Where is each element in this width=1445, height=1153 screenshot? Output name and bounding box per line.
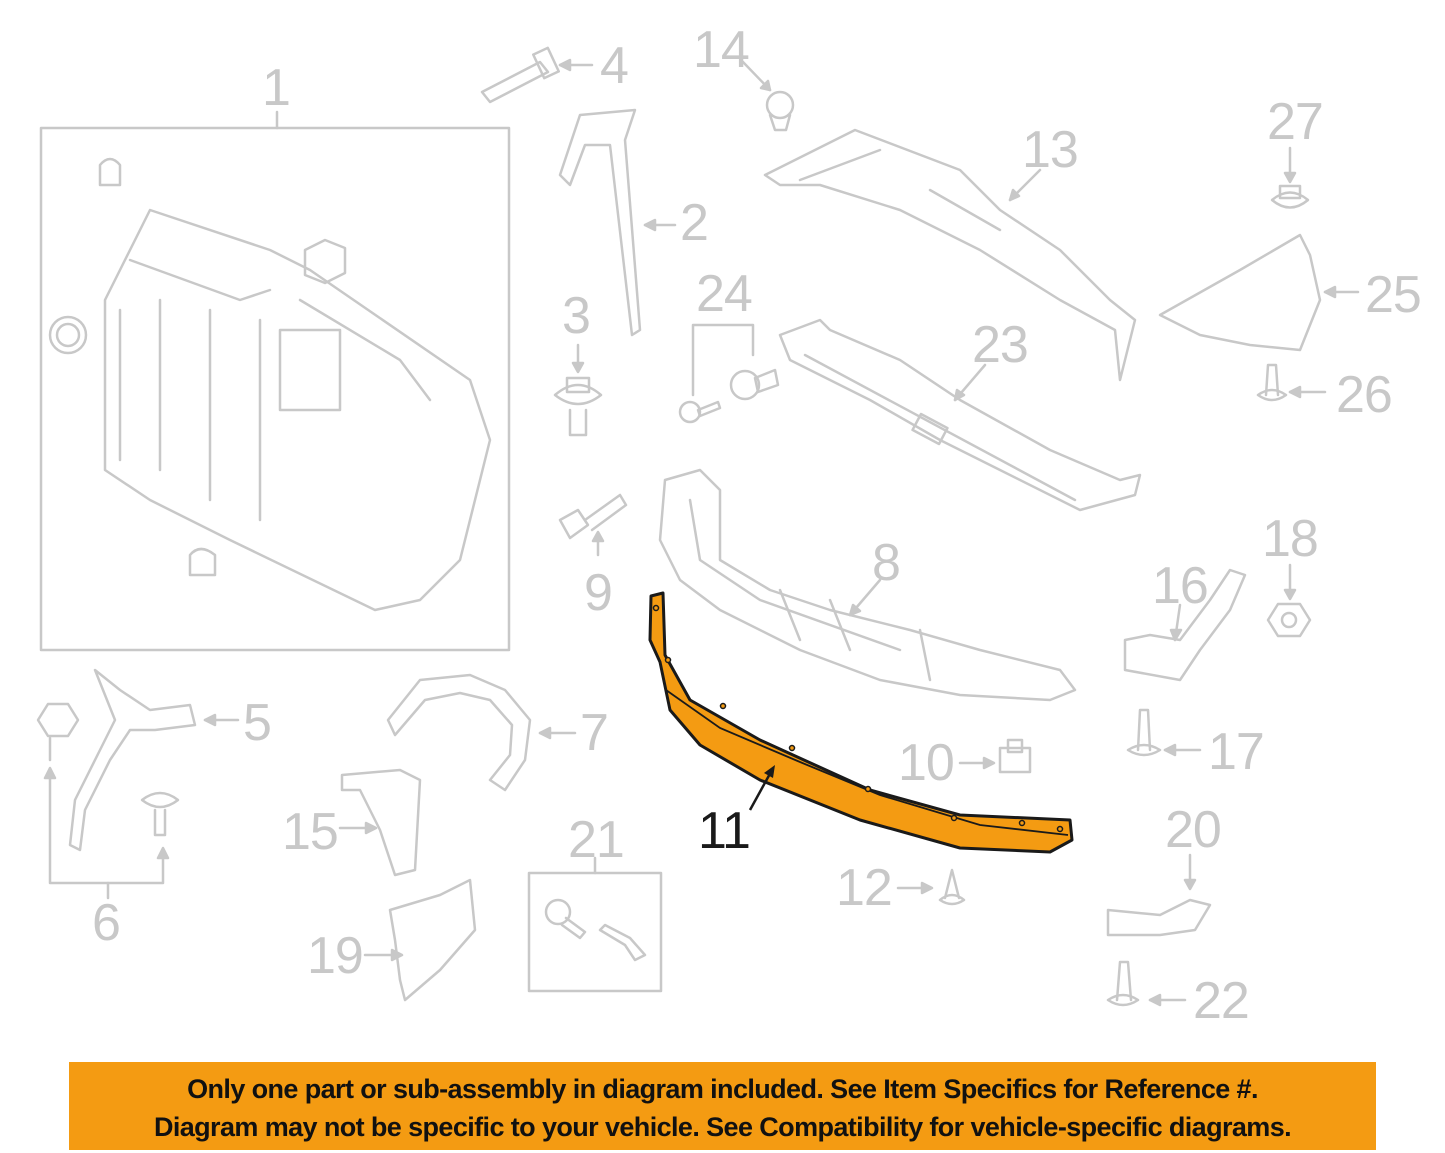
part-1-radiator-support — [39, 110, 511, 652]
part-11-lower-valance-highlighted — [648, 591, 1074, 854]
part-2-seal — [558, 108, 677, 337]
part-7-bracket — [386, 673, 577, 792]
part-9-bolt — [558, 493, 628, 557]
callout-17: 17 — [1208, 723, 1265, 781]
callout-20: 20 — [1165, 801, 1222, 859]
part-16-bracket — [1123, 568, 1247, 682]
callout-13: 13 — [1022, 121, 1079, 179]
callout-16: 16 — [1152, 557, 1209, 615]
callout-21: 21 — [568, 811, 625, 869]
callout-14: 14 — [693, 21, 750, 79]
callout-8: 8 — [872, 534, 901, 592]
part-20-bracket — [1106, 853, 1212, 937]
part-8-bumper-absorber — [658, 468, 1077, 702]
callout-22: 22 — [1193, 972, 1250, 1030]
part-15-bracket — [338, 768, 422, 877]
callout-25: 25 — [1365, 266, 1422, 324]
callout-27: 27 — [1267, 93, 1324, 151]
part-18-nut — [1266, 563, 1312, 638]
part-22-screw — [1106, 960, 1187, 1007]
part-6-bolts — [36, 702, 180, 900]
part-14-clip — [741, 60, 795, 132]
callout-1: 1 — [262, 59, 291, 117]
callout-6: 6 — [92, 894, 121, 952]
part-3-bolt — [553, 343, 603, 437]
callout-10: 10 — [898, 734, 955, 792]
callout-3: 3 — [562, 287, 591, 345]
part-24-fasteners — [678, 323, 780, 424]
part-17-screw — [1126, 708, 1202, 757]
part-19-bracket — [363, 878, 477, 1002]
callout-26: 26 — [1336, 366, 1393, 424]
part-10-clip — [958, 738, 1032, 774]
part-23-tie-bar — [778, 318, 1142, 512]
disclaimer-banner: Only one part or sub-assembly in diagram… — [69, 1062, 1376, 1150]
banner-line-2: Diagram may not be specific to your vehi… — [153, 1112, 1292, 1142]
callout-18: 18 — [1262, 510, 1319, 568]
part-13-upper-support — [763, 128, 1137, 382]
part-21-fastener-kit — [527, 856, 663, 993]
callout-15: 15 — [282, 803, 339, 861]
part-27-nut — [1270, 146, 1310, 209]
callout-7: 7 — [580, 704, 609, 762]
banner-line-1: Only one part or sub-assembly in diagram… — [187, 1074, 1258, 1104]
callout-11: 11 — [698, 802, 751, 860]
part-12-push-pin — [896, 868, 966, 906]
part-26-screw — [1256, 363, 1327, 402]
callout-24: 24 — [696, 265, 753, 323]
part-4-bolt — [480, 46, 594, 104]
callout-12: 12 — [836, 859, 893, 917]
callout-19: 19 — [307, 927, 364, 985]
part-25-deflector — [1158, 233, 1360, 352]
callout-2: 2 — [680, 194, 709, 252]
callout-9: 9 — [584, 564, 613, 622]
callout-23: 23 — [972, 316, 1029, 374]
callout-5: 5 — [243, 694, 272, 752]
callout-4: 4 — [600, 37, 629, 95]
part-5-bracket — [68, 668, 240, 852]
